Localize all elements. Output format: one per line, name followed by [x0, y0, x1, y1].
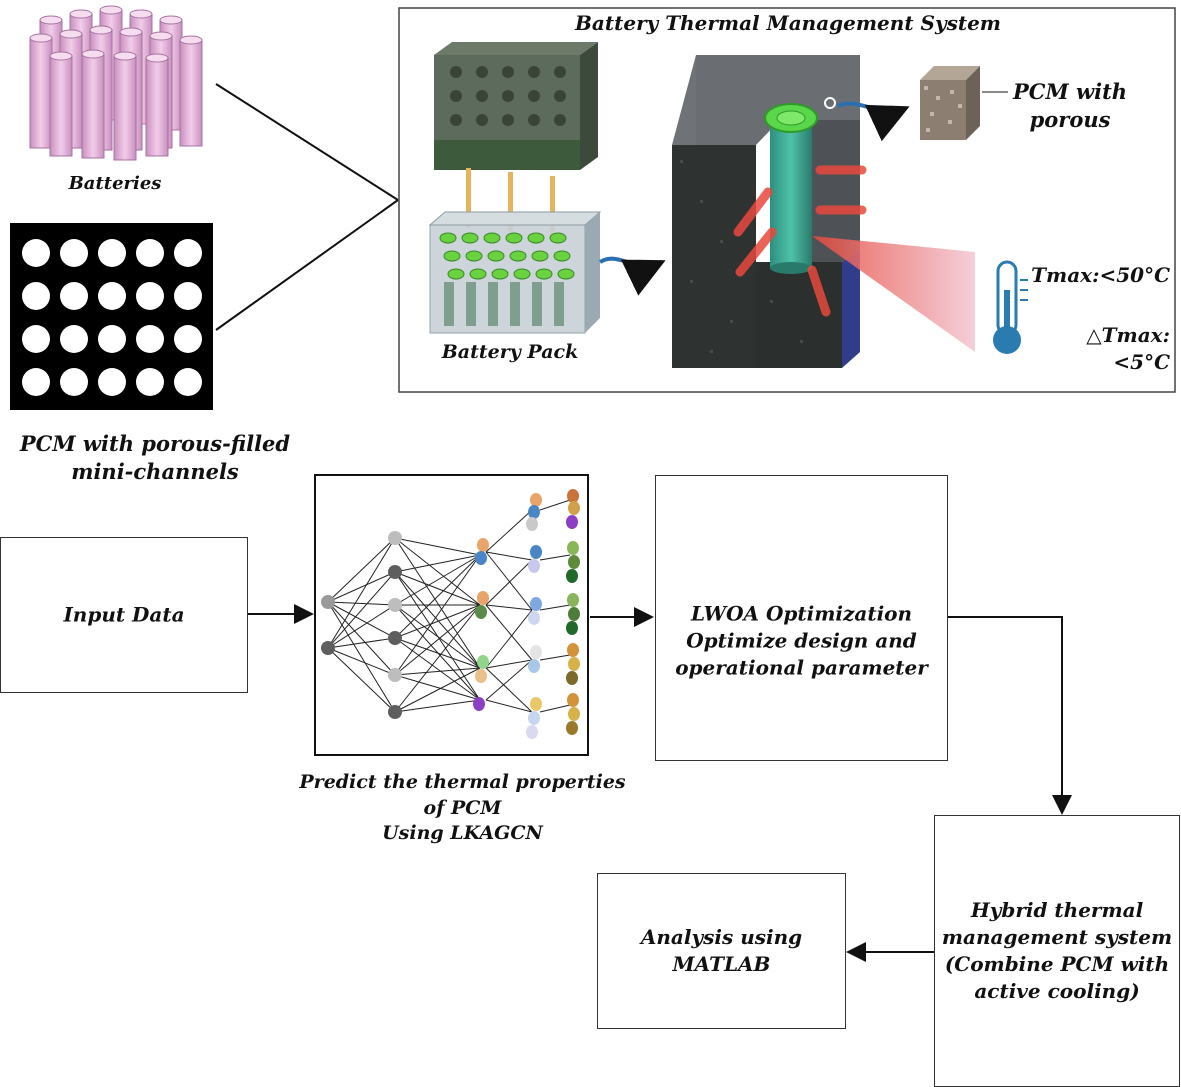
- delta-tmax-label: △Tmax:<5°C: [1086, 323, 1170, 374]
- tmax-label: Tmax:<50°C: [1031, 263, 1170, 287]
- thermometer-icon: [993, 260, 1028, 354]
- porous-cube-image: [920, 66, 1008, 140]
- lwoa-line-3: operational parameter: [675, 655, 928, 680]
- pcm-porous-line-1: PCM with: [1012, 79, 1128, 104]
- connector-line-batteries: [215, 83, 399, 201]
- input-data-label: Input Data: [63, 602, 185, 627]
- input-data-box: Input Data: [0, 537, 248, 693]
- pcm-porous-label: PCM with porous: [1000, 78, 1140, 135]
- battery-pack-label: Battery Pack: [441, 341, 579, 363]
- pcm-channels-line-1: PCM with porous-filled: [19, 431, 291, 456]
- pcm-porous-line-2: porous: [1029, 107, 1111, 133]
- batteries-image: [29, 5, 203, 161]
- lwoa-line-2: Optimize design and: [686, 628, 917, 653]
- predict-line-3: Using LKAGCN: [382, 822, 543, 845]
- hybrid-line-3: (Combine PCM with: [944, 952, 1170, 976]
- connector-line-pcm: [215, 199, 399, 331]
- hybrid-line-4: active cooling): [974, 979, 1140, 1003]
- predict-line-1: Predict the thermal properties: [299, 771, 626, 793]
- pcm-channels-line-2: mini-channels: [71, 459, 239, 485]
- neural-network-image: [314, 474, 589, 756]
- battery-pack-image: [428, 42, 602, 334]
- btms-panel: [398, 7, 1176, 393]
- analysis-line-1: Analysis using: [640, 925, 803, 949]
- lwoa-box: LWOA Optimization Optimize design and op…: [655, 475, 948, 761]
- arrow-block-to-porous: [837, 101, 910, 142]
- batteries-label: Batteries: [68, 173, 162, 194]
- analysis-label: Analysis using MATLAB: [598, 924, 845, 978]
- pcm-channels-label: PCM with porous-filled mini-channels: [10, 430, 300, 487]
- arrow-lwoa-to-hybrid: [948, 616, 1072, 815]
- arrow-pack-to-block: [598, 256, 666, 296]
- pcm-channels-image: [10, 223, 213, 410]
- pcm-block-image: [672, 55, 975, 368]
- lwoa-label: LWOA Optimization Optimize design and op…: [656, 600, 947, 681]
- analysis-box: Analysis using MATLAB: [597, 873, 846, 1029]
- hybrid-label: Hybrid thermal management system (Combin…: [935, 897, 1179, 1005]
- predict-line-2: of PCM: [423, 796, 502, 819]
- btms-title: Battery Thermal Management System: [575, 11, 1001, 35]
- lwoa-line-1: LWOA Optimization: [690, 601, 913, 626]
- predict-caption: Predict the thermal properties of PCM Us…: [290, 770, 635, 847]
- hybrid-line-1: Hybrid thermal: [970, 898, 1144, 922]
- hybrid-line-2: management system: [941, 925, 1173, 949]
- analysis-line-2: MATLAB: [672, 952, 771, 976]
- hybrid-box: Hybrid thermal management system (Combin…: [934, 815, 1180, 1087]
